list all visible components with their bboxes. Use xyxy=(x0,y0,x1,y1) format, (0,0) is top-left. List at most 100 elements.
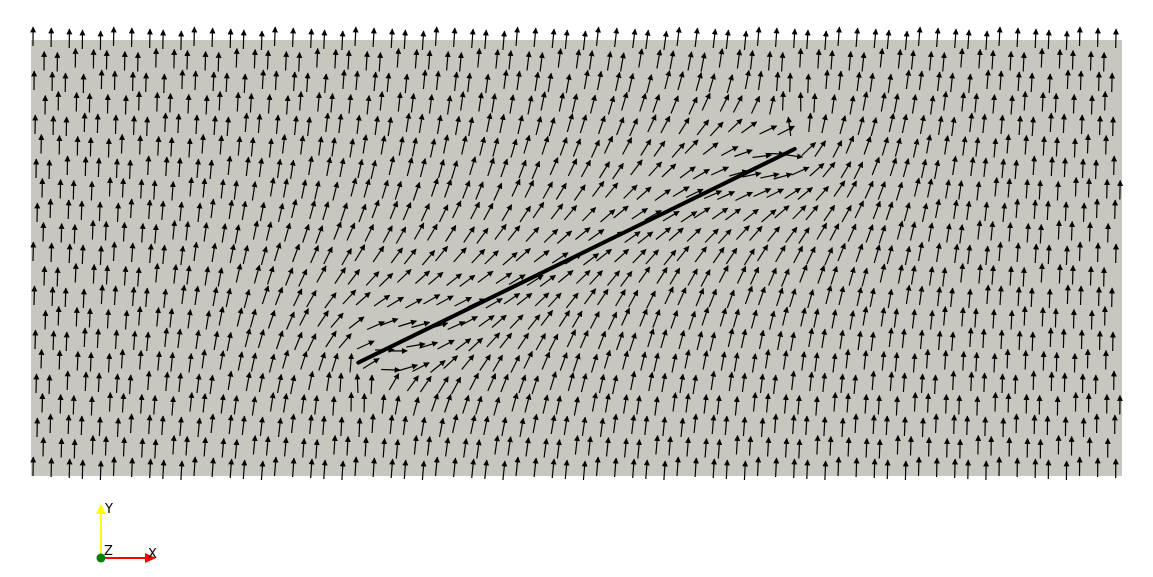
vector-arrow xyxy=(219,179,226,199)
vector-arrow xyxy=(1021,90,1028,111)
vector-arrow xyxy=(308,28,315,49)
vector-arrow xyxy=(406,375,419,392)
vector-arrow xyxy=(276,373,284,394)
vector-arrow xyxy=(841,204,852,223)
vector-arrow xyxy=(381,366,401,373)
vector-arrow xyxy=(768,267,777,286)
vector-arrow xyxy=(942,91,949,111)
vector-arrow xyxy=(355,291,371,306)
vector-arrow xyxy=(1069,220,1075,241)
vector-arrow xyxy=(306,116,313,137)
vector-arrow xyxy=(688,310,697,330)
vector-arrow xyxy=(941,306,948,326)
vector-arrow xyxy=(636,186,652,200)
vector-arrow xyxy=(40,221,47,242)
vector-arrow xyxy=(445,224,457,242)
vector-arrow xyxy=(1041,135,1048,156)
vector-arrow xyxy=(121,221,128,242)
vector-arrow xyxy=(1020,51,1027,72)
vector-arrow xyxy=(531,375,540,395)
vector-arrow xyxy=(749,266,760,285)
vector-arrow xyxy=(647,114,657,133)
vector-arrow xyxy=(829,50,835,70)
vector-arrow xyxy=(55,305,62,326)
vector-arrow xyxy=(624,231,641,243)
vector-arrow xyxy=(701,306,710,326)
vector-arrow xyxy=(921,202,929,223)
vector-arrow xyxy=(928,266,935,286)
vector-arrow xyxy=(377,51,384,72)
vector-arrow xyxy=(992,138,999,158)
vector-arrow xyxy=(824,246,833,266)
vector-arrow xyxy=(741,372,748,393)
vector-arrow xyxy=(413,222,425,240)
vector-arrow xyxy=(104,264,111,285)
vector-arrow xyxy=(322,73,329,94)
vector-arrow xyxy=(355,114,362,135)
vector-arrow xyxy=(840,161,852,179)
vector-arrow xyxy=(1069,264,1076,285)
vector-arrow xyxy=(533,250,550,263)
vector-arrow xyxy=(154,91,161,112)
vector-arrow xyxy=(869,72,876,93)
vector-arrow xyxy=(742,171,762,178)
vector-arrow xyxy=(175,113,182,134)
vector-arrow xyxy=(308,370,315,391)
vector-arrow xyxy=(887,327,894,348)
vector-arrow xyxy=(1001,202,1008,223)
vector-arrow xyxy=(1063,30,1070,51)
vector-arrow xyxy=(815,185,830,201)
vector-arrow xyxy=(558,92,566,112)
vector-arrow xyxy=(540,309,554,326)
vector-arrow xyxy=(218,135,225,155)
vector-arrow xyxy=(830,265,839,285)
vector-arrow xyxy=(294,331,303,351)
vector-arrow xyxy=(112,114,119,135)
vector-arrow xyxy=(185,93,192,114)
vector-arrow xyxy=(453,247,467,263)
vector-arrow xyxy=(292,243,301,263)
vector-arrow xyxy=(491,93,498,113)
vector-arrow xyxy=(652,309,661,328)
vector-arrow xyxy=(80,288,87,309)
vector-arrow xyxy=(774,205,790,219)
vector-arrow xyxy=(854,27,861,48)
vector-arrow xyxy=(96,372,103,393)
vector-arrow xyxy=(1046,288,1053,309)
vector-arrow xyxy=(786,116,792,137)
vector-arrow xyxy=(509,314,524,329)
vector-arrow xyxy=(241,200,248,221)
vector-arrow xyxy=(838,285,846,306)
vector-arrow xyxy=(933,413,940,434)
vector-arrow xyxy=(588,229,605,241)
vector-arrow xyxy=(864,180,874,199)
vector-arrow xyxy=(719,93,730,112)
vector-arrow xyxy=(693,27,700,48)
vector-arrow xyxy=(645,249,659,265)
vector-arrow xyxy=(289,159,296,180)
vector-arrow xyxy=(48,242,55,263)
vector-arrow xyxy=(711,207,729,220)
vector-arrow xyxy=(120,392,127,413)
vector-arrow xyxy=(511,178,521,197)
vector-arrow xyxy=(831,353,838,373)
vector-arrow xyxy=(952,28,959,49)
vector-arrow xyxy=(261,285,270,305)
vector-arrow xyxy=(265,221,273,241)
vector-arrow xyxy=(240,29,247,50)
vector-arrow xyxy=(869,331,876,352)
vector-arrow xyxy=(1040,350,1047,371)
vector-arrow xyxy=(1062,157,1069,178)
vector-arrow xyxy=(426,223,438,241)
vector-arrow xyxy=(225,287,232,308)
vector-arrow xyxy=(549,157,559,176)
vector-arrow xyxy=(186,137,193,158)
vector-arrow xyxy=(566,113,574,133)
vector-arrow xyxy=(356,340,375,350)
vector-arrow xyxy=(195,158,202,179)
vector-arrow xyxy=(276,158,283,179)
vector-arrow xyxy=(304,72,311,93)
vector-arrow xyxy=(862,91,869,111)
